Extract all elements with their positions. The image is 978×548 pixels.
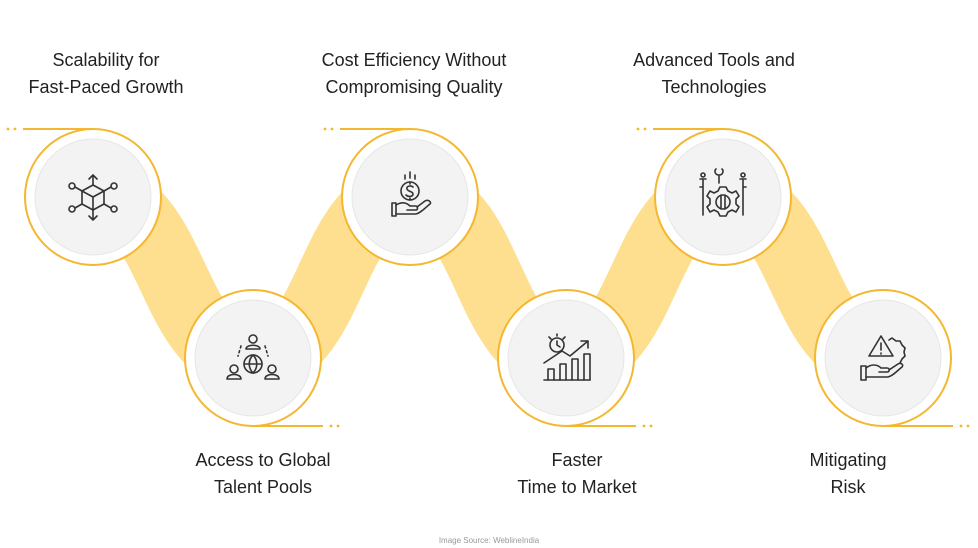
step-label-line: Scalability for (52, 50, 160, 70)
step-label-line: Advanced Tools and (633, 50, 795, 70)
tail-dot (642, 424, 646, 428)
step-label-line: Mitigating (809, 450, 887, 470)
tail-dot (323, 127, 327, 131)
step-label-cost-efficiency: Cost Efficiency Without Compromising Qua… (294, 47, 534, 101)
global-talent-icon (226, 334, 280, 380)
tail-dot (636, 127, 640, 131)
step-label-line: Fast-Paced Growth (28, 77, 184, 97)
step-label-line: Talent Pools (213, 477, 313, 497)
tail-dot (966, 424, 970, 428)
step-label-advanced-tools: Advanced Tools and Technologies (594, 47, 834, 101)
tail-dot (643, 127, 647, 131)
tail-dot (336, 424, 340, 428)
step-label-time-to-market: Faster Time to Market (457, 447, 697, 501)
gear-tools-icon (699, 168, 747, 217)
step-label-line: Risk (830, 477, 866, 497)
tail-dot (6, 127, 10, 131)
step-label-line: Faster (551, 450, 603, 470)
tail-dot (649, 424, 653, 428)
image-source-caption: Image Source: WeblineIndia (438, 536, 540, 545)
growth-chart-icon (543, 333, 591, 381)
step-label-scalability: Scalability for Fast-Paced Growth (0, 47, 226, 101)
tail-dot (959, 424, 963, 428)
step-label-line: Compromising Quality (325, 77, 503, 97)
step-label-line: Cost Efficiency Without (321, 50, 507, 70)
tail-dot (329, 424, 333, 428)
step-disc (824, 299, 942, 417)
step-disc (507, 299, 625, 417)
step-label-global-talent: Access to Global Talent Pools (143, 447, 383, 501)
icons (68, 168, 906, 381)
tail-dot (13, 127, 17, 131)
step-disc (664, 138, 782, 256)
step-label-mitigating-risk: Mitigating Risk (738, 447, 958, 501)
tail-dot (330, 127, 334, 131)
circles (34, 138, 942, 417)
step-label-line: Time to Market (517, 477, 637, 497)
step-label-line: Technologies (661, 77, 767, 97)
step-label-line: Access to Global (195, 450, 331, 470)
cube-network-icon (68, 174, 118, 221)
step-disc (194, 299, 312, 417)
risk-hand-icon (860, 335, 906, 381)
coin-hand-icon (391, 171, 432, 217)
